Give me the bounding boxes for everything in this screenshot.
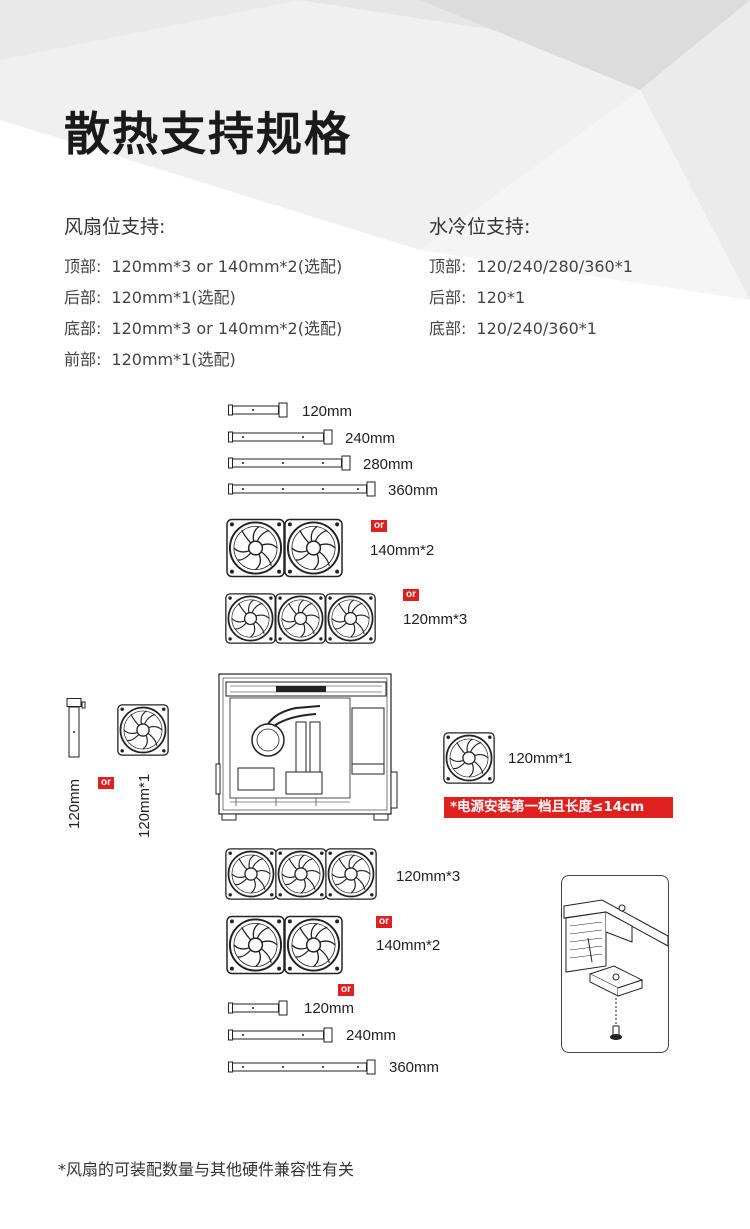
bottom-radiator-240: [228, 1027, 333, 1043]
bottom-fans-120: [225, 848, 377, 900]
top-radiator-280-label: 280mm: [363, 456, 414, 473]
right-fan-label: 120mm*1: [508, 750, 573, 767]
bottom-or-badge-2: or: [338, 984, 354, 996]
bottom-radiator-120: [228, 1000, 288, 1016]
fan-row-front: 前部:120mm*1(选配): [64, 350, 236, 369]
right-fan-120: [443, 732, 495, 784]
psu-warning-badge: *电源安装第一档且长度≤14cm: [444, 797, 673, 818]
liquid-support-heading: 水冷位支持:: [429, 216, 531, 238]
left-fan-label: 120mm*1: [136, 773, 153, 838]
bottom-radiator-240-label: 240mm: [346, 1027, 397, 1044]
top-fans-120-label: 120mm*3: [403, 611, 468, 628]
liquid-support-section: 水冷位支持: 顶部:120/240/280/360*1 后部:120*1 底部:…: [429, 212, 633, 344]
top-or-badge-2: or: [403, 589, 419, 601]
fan-row-top: 顶部:120mm*3 or 140mm*2(选配): [64, 257, 343, 276]
bottom-radiator-360-label: 360mm: [389, 1059, 440, 1076]
left-radiator-120: [66, 698, 86, 758]
left-or-badge: or: [98, 777, 114, 789]
top-radiator-120-label: 120mm: [302, 403, 353, 420]
background-geometry: [0, 0, 750, 300]
bottom-fans-140: [226, 915, 343, 975]
liquid-row-top: 顶部:120/240/280/360*1: [429, 257, 633, 276]
bottom-radiator-360: [228, 1059, 376, 1075]
footnote: *风扇的可装配数量与其他硬件兼容性有关: [58, 1160, 355, 1179]
fan-support-heading: 风扇位支持:: [64, 216, 166, 238]
psu-bracket-detail: [561, 875, 669, 1053]
top-fans-120: [225, 593, 376, 644]
bottom-fans-140-label: 140mm*2: [376, 937, 441, 954]
top-or-badge-1: or: [371, 520, 387, 532]
bracket-screw-illustration: [563, 899, 669, 1040]
left-radiator-label: 120mm: [66, 778, 83, 829]
top-fans-140: [226, 518, 343, 578]
top-fans-140-label: 140mm*2: [370, 542, 435, 559]
top-radiator-240-label: 240mm: [345, 430, 396, 447]
bottom-radiator-120-label: 120mm: [304, 1000, 355, 1017]
top-radiator-360: [228, 481, 376, 497]
fan-row-rear: 后部:120mm*1(选配): [64, 288, 236, 307]
bottom-or-badge-1: or: [376, 916, 392, 928]
page-title: 散热支持规格: [64, 107, 352, 161]
left-fan-120: [117, 704, 169, 756]
top-radiator-280: [228, 455, 351, 471]
case-diagram: [215, 673, 398, 821]
fan-row-bottom: 底部:120mm*3 or 140mm*2(选配): [64, 319, 343, 338]
top-radiator-360-label: 360mm: [388, 482, 439, 499]
top-radiator-120: [228, 402, 288, 418]
liquid-row-bottom: 底部:120/240/360*1: [429, 319, 597, 338]
bottom-fans-120-label: 120mm*3: [396, 868, 461, 885]
top-radiator-240: [228, 429, 333, 445]
liquid-row-rear: 后部:120*1: [429, 288, 526, 307]
fan-support-section: 风扇位支持: 顶部:120mm*3 or 140mm*2(选配) 后部:120m…: [64, 212, 342, 375]
